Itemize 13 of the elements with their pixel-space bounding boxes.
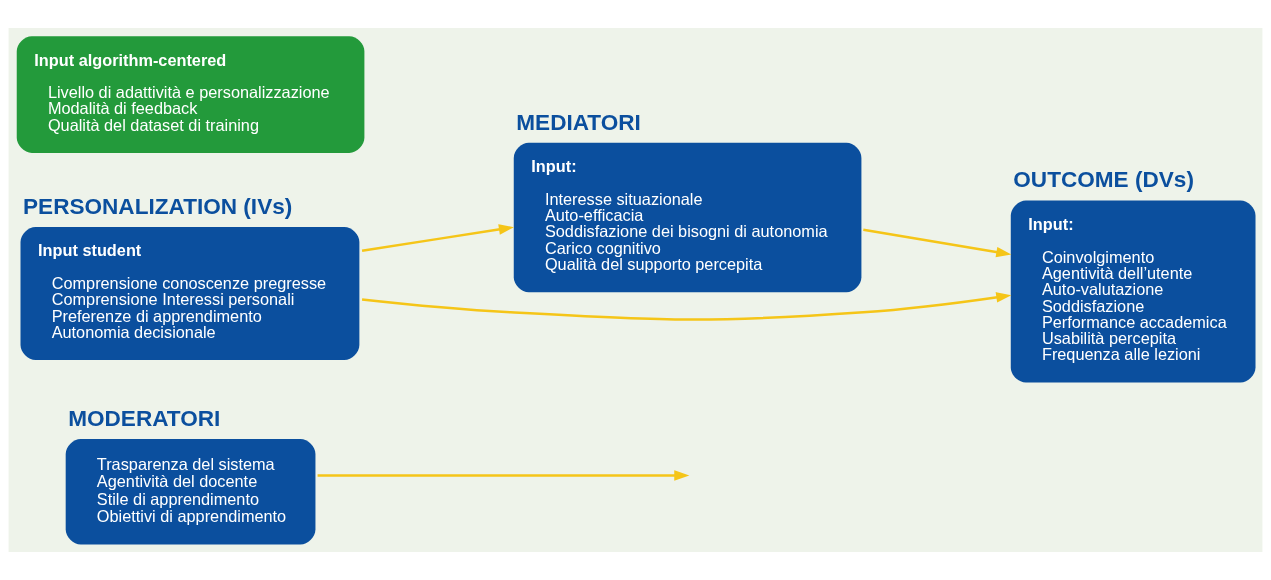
arrow bbox=[317, 470, 690, 481]
node-label: PERSONALIZATION (IVs) bbox=[23, 193, 293, 219]
node-label: MEDIATORI bbox=[516, 109, 641, 135]
node-box: Input: Interesse situazionale Auto-efficacia Soddisfazione dei bisogni di autonomia Carico cognitivo Qualità del supporto percepita bbox=[513, 142, 862, 293]
node-box: Input algorithm-centered Livello di adattività e personalizzazione Modalità di feedback Qualità del dataset di training bbox=[16, 36, 365, 153]
node-box: Trasparenza del sistema Agentività del docente Stile di apprendimento Obiettivi di apprendimento bbox=[65, 439, 316, 545]
arrow bbox=[361, 224, 514, 252]
arrow bbox=[863, 228, 1012, 258]
node-label: MODERATORI bbox=[68, 405, 221, 431]
node-box: Input: Coinvolgimento Agentività dell’utente Auto-valutazione Soddisfazione Performance accademica Usabilità percepita Frequenza alle lezioni bbox=[1010, 200, 1256, 383]
arrow bbox=[361, 292, 1012, 321]
node-box: Input student Comprensione conoscenze pregresse Comprensione Interessi personali Preferenze di apprendimento Autonomia decisionale bbox=[20, 226, 360, 360]
node-label: OUTCOME (DVs) bbox=[1013, 167, 1194, 193]
